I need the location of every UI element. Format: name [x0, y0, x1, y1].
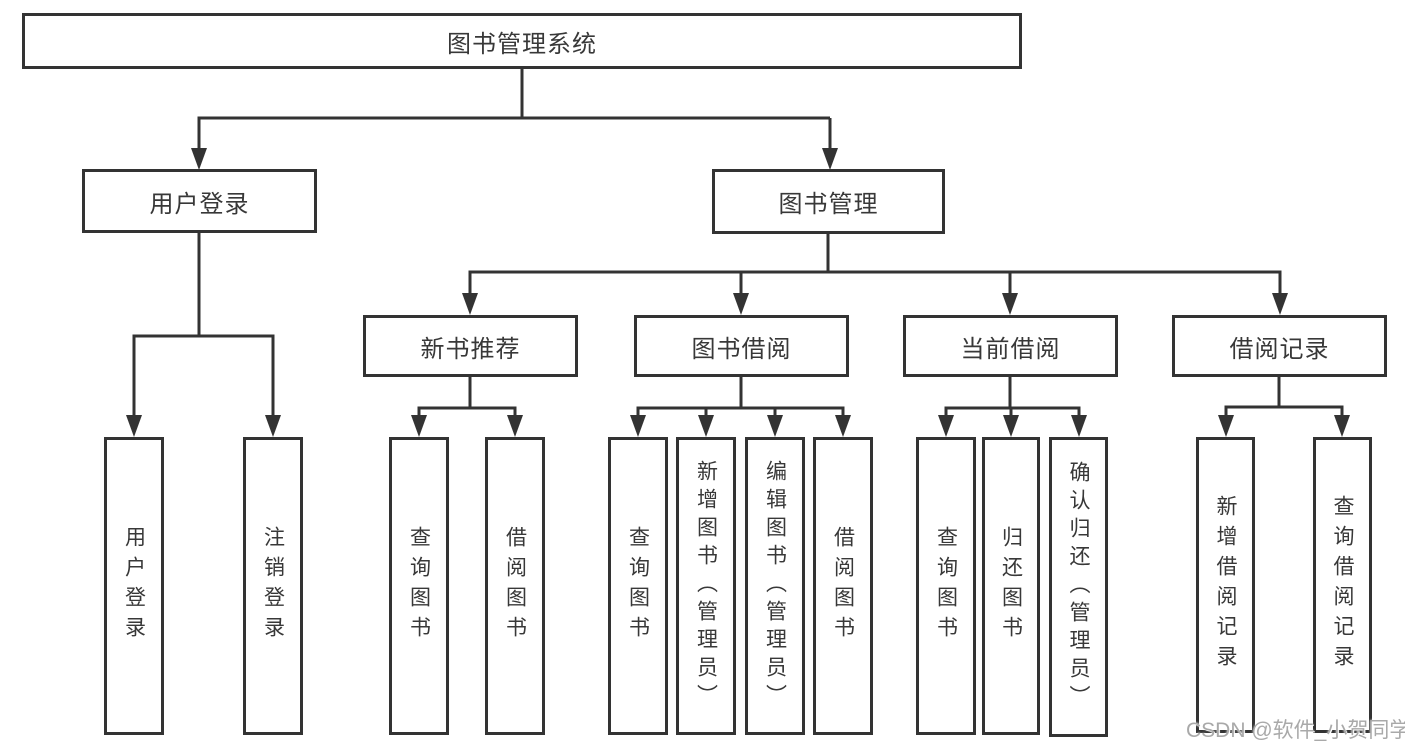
arrow-down-icon	[1218, 415, 1234, 437]
node-user-login: 用户登录	[82, 169, 317, 233]
arrow-down-icon	[938, 415, 954, 437]
arrow-down-icon	[126, 415, 142, 437]
arrow-down-icon	[822, 148, 838, 170]
leaf-borrow-borrow-books: 借阅图书	[813, 437, 873, 735]
node-book-management: 图书管理	[712, 169, 945, 234]
node-borrow-records: 借阅记录	[1172, 315, 1387, 377]
connector-recommend-to-leaves	[417, 377, 517, 422]
arrow-down-icon	[835, 415, 851, 437]
node-root-system: 图书管理系统	[22, 13, 1022, 69]
connector-root-to-level2	[197, 69, 832, 155]
arrow-down-icon	[630, 415, 646, 437]
leaf-records-query-record: 查询借阅记录	[1313, 437, 1372, 733]
arrow-down-icon	[1071, 415, 1087, 437]
arrow-down-icon	[1334, 415, 1350, 437]
leaf-records-add-record: 新增借阅记录	[1196, 437, 1255, 733]
leaf-current-return-books: 归还图书	[982, 437, 1040, 735]
connector-bookmgmt-to-level3	[468, 234, 1282, 301]
leaf-recommend-borrow-books: 借阅图书	[485, 437, 545, 735]
node-current-borrow: 当前借阅	[903, 315, 1118, 377]
arrow-down-icon	[411, 415, 427, 437]
arrow-down-icon	[191, 148, 207, 170]
leaf-logout: 注销登录	[243, 437, 303, 735]
arrow-down-icon	[265, 415, 281, 437]
arrow-down-icon	[462, 293, 478, 315]
arrow-down-icon	[1272, 293, 1288, 315]
node-book-borrow: 图书借阅	[634, 315, 849, 377]
arrow-down-icon	[733, 293, 749, 315]
arrow-down-icon	[507, 415, 523, 437]
leaf-recommend-query-books: 查询图书	[389, 437, 449, 735]
leaf-borrow-edit-books-admin: 编辑图书（管理员）	[745, 437, 805, 735]
node-new-book-recommend: 新书推荐	[363, 315, 578, 377]
leaf-borrow-add-books-admin: 新增图书（管理员）	[676, 437, 736, 735]
arrow-down-icon	[698, 415, 714, 437]
arrow-down-icon	[767, 415, 783, 437]
csdn-watermark: CSDN @软件_小贺同学	[1186, 719, 1405, 742]
connector-userlogin-to-leaves	[132, 233, 275, 422]
connector-borrow-to-leaves	[636, 377, 845, 422]
leaf-current-confirm-return-admin: 确认归还（管理员）	[1049, 437, 1108, 737]
leaf-user-login: 用户登录	[104, 437, 164, 735]
leaf-current-query-books: 查询图书	[916, 437, 976, 735]
arrowheads	[126, 148, 1350, 437]
arrow-down-icon	[1002, 293, 1018, 315]
arrow-down-icon	[1003, 415, 1019, 437]
connector-records-to-leaves	[1224, 377, 1344, 422]
leaf-borrow-query-books: 查询图书	[608, 437, 668, 735]
